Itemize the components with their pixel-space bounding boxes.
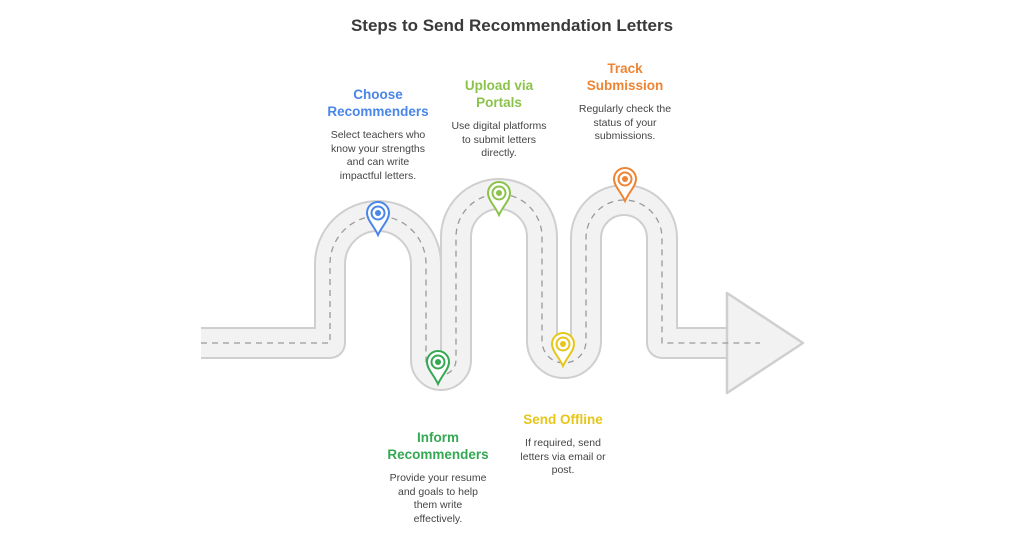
step-description: Regularly check the status of your submi… bbox=[578, 103, 672, 142]
diagram-title: Steps to Send Recommendation Letters bbox=[350, 16, 674, 35]
step-description: Provide your resume and goals to help th… bbox=[389, 472, 487, 525]
location-pin-icon bbox=[550, 332, 576, 369]
location-pin-icon bbox=[425, 350, 451, 387]
step-upload-via-portals: Upload via Portals Use digital platforms… bbox=[429, 77, 569, 161]
step-description: If required, send letters via email or p… bbox=[520, 437, 606, 476]
step-send-offline: Send Offline If required, send letters v… bbox=[495, 411, 631, 478]
step-choose-recommenders: Choose Recommenders Select teachers who … bbox=[310, 86, 446, 183]
step-title: Inform Recommenders bbox=[387, 430, 489, 462]
step-title: Send Offline bbox=[523, 412, 603, 427]
step-description: Use digital platforms to submit letters … bbox=[451, 120, 547, 159]
step-title: Choose Recommenders bbox=[327, 87, 429, 119]
step-track-submission: Track Submission Regularly check the sta… bbox=[555, 60, 695, 144]
step-title: Upload via Portals bbox=[464, 78, 534, 110]
step-inform-recommenders: Inform Recommenders Provide your resume … bbox=[370, 429, 506, 526]
step-description: Select teachers who know your strengths … bbox=[330, 129, 426, 182]
location-pin-icon bbox=[486, 181, 512, 218]
step-title: Track Submission bbox=[586, 61, 664, 93]
location-pin-icon bbox=[365, 201, 391, 238]
location-pin-icon bbox=[612, 167, 638, 204]
